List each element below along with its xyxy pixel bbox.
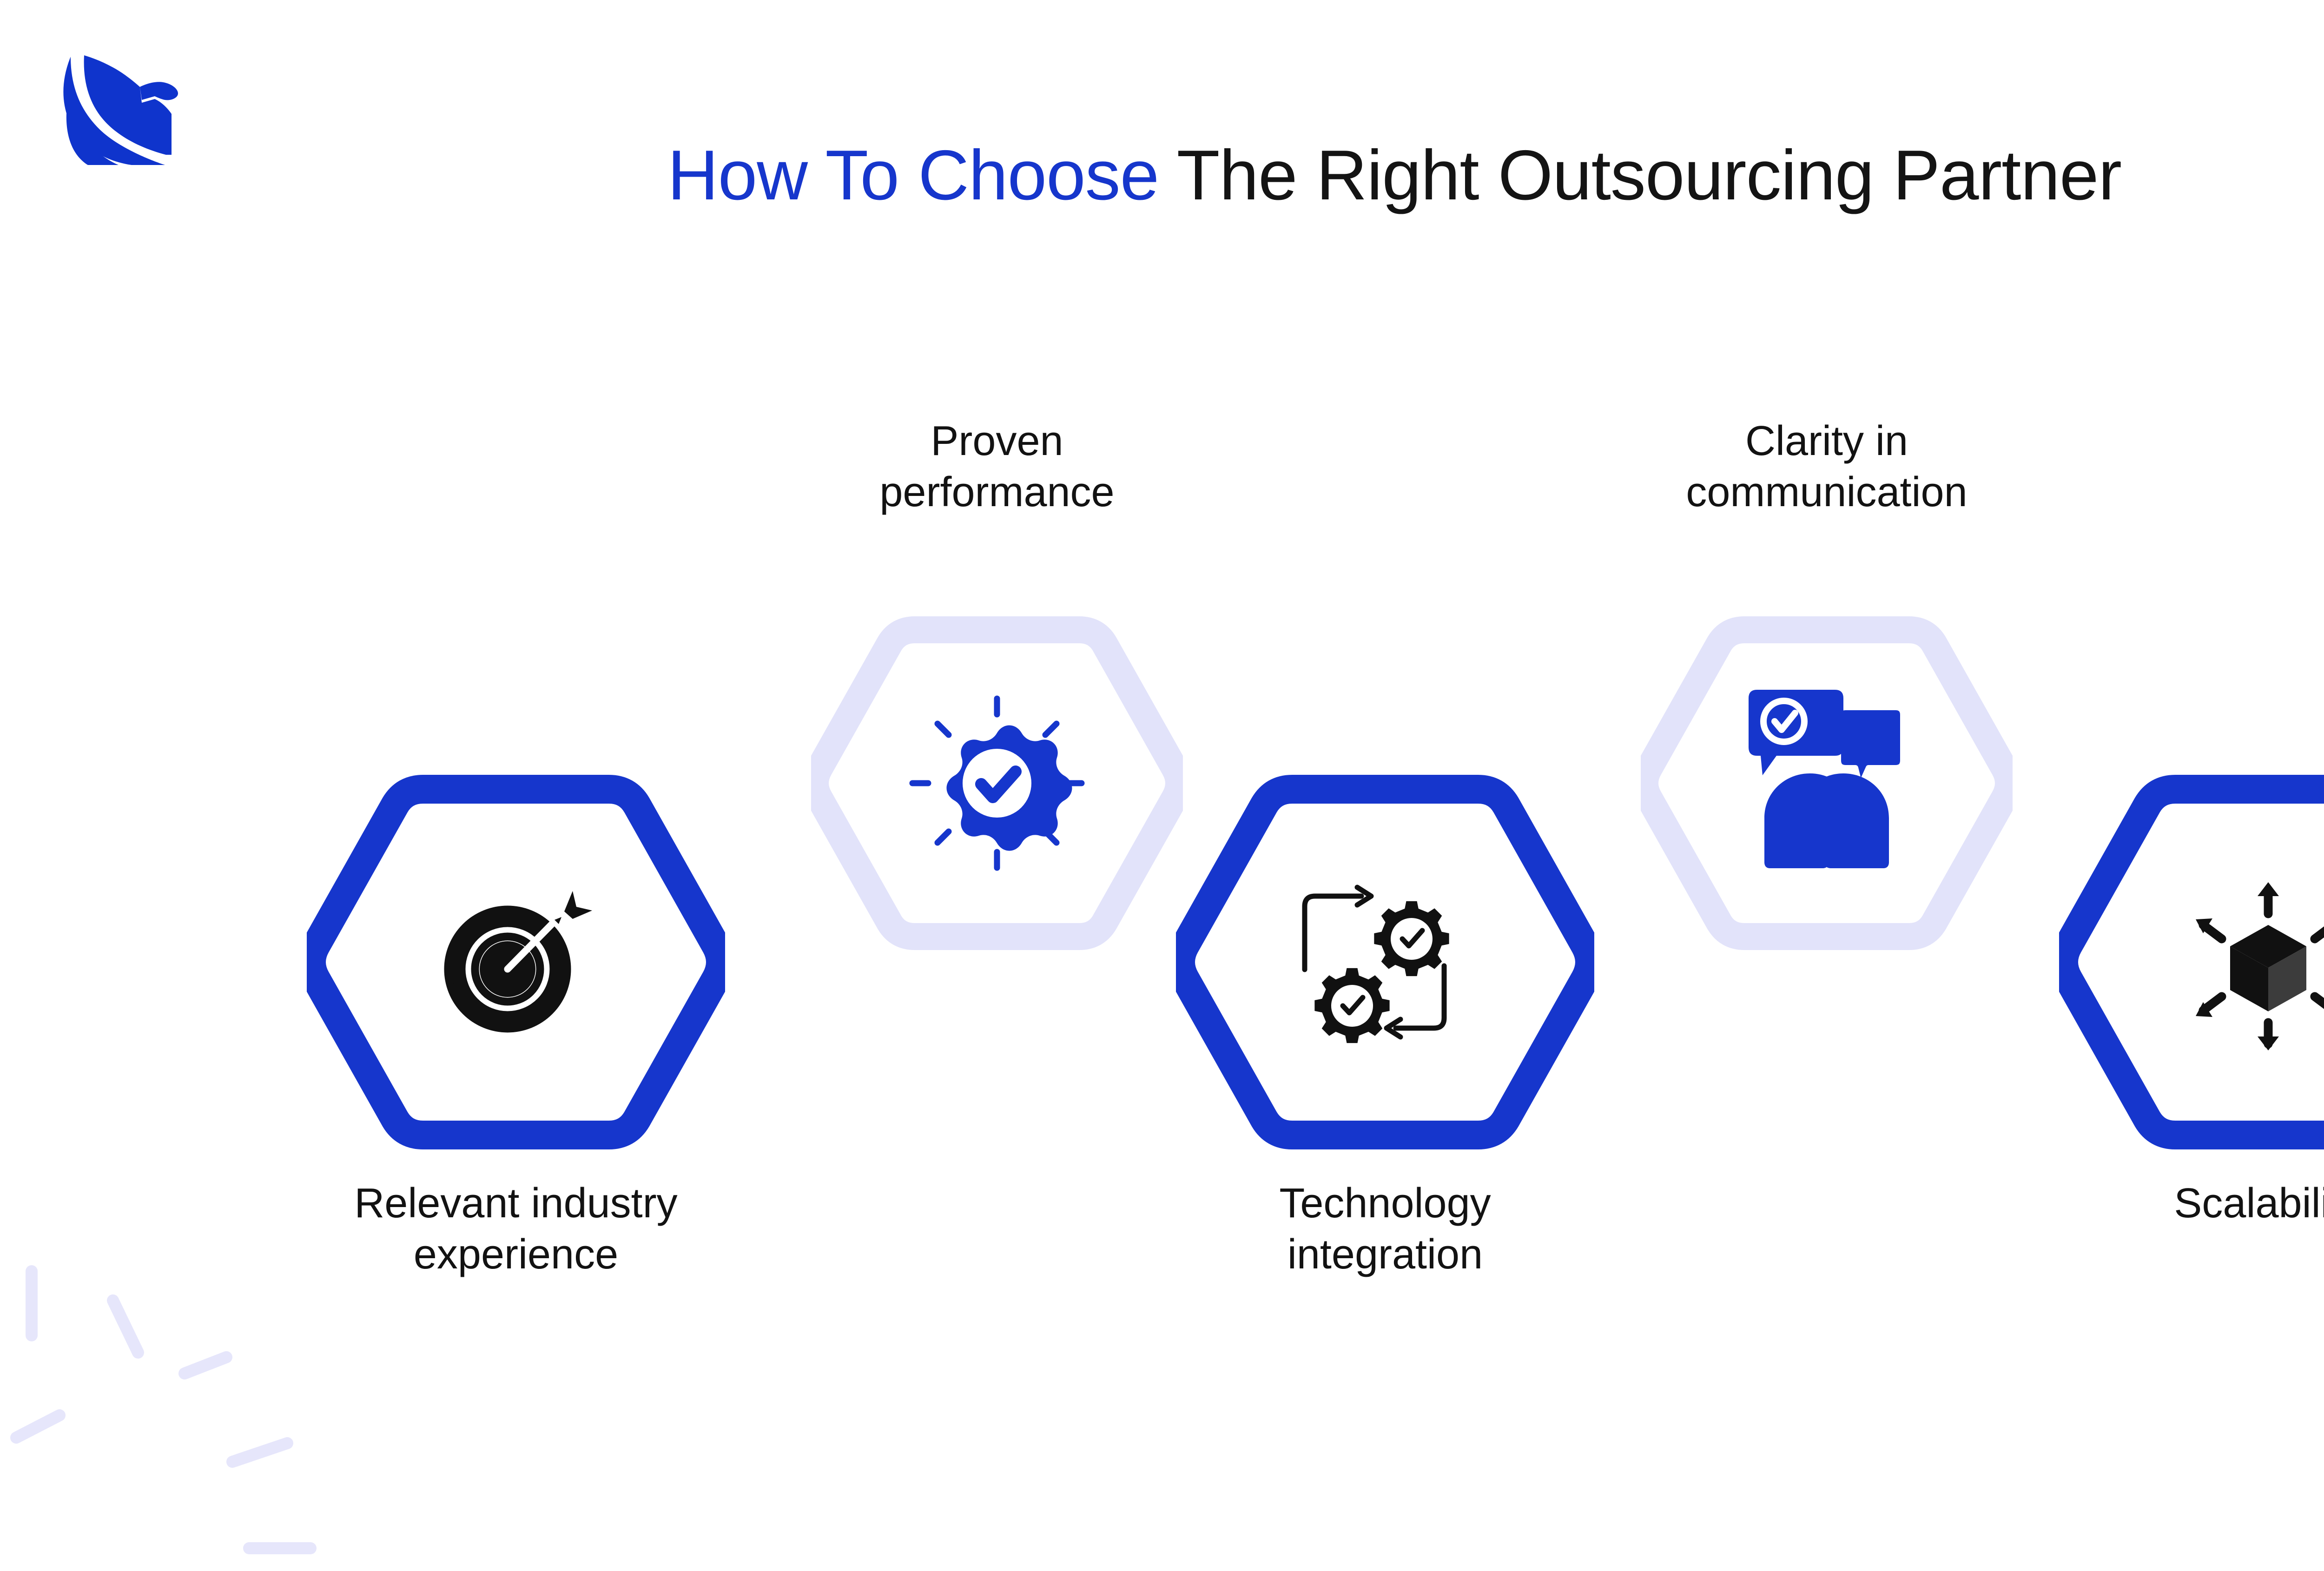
verified-badge-icon bbox=[904, 690, 1090, 876]
hexagon-outline-solid bbox=[307, 753, 725, 1171]
node-technology-integration[interactable]: Technology integration bbox=[1176, 753, 1594, 1278]
node-relevant-industry-experience[interactable]: Relevant industry experience bbox=[307, 753, 725, 1278]
page-title-rest: The Right Outsourcing Partner bbox=[1159, 136, 2122, 215]
eagle-logo-icon bbox=[49, 44, 179, 165]
page-title: How To Choose The Right Outsourcing Part… bbox=[0, 135, 2324, 216]
node-clarity-in-communication[interactable]: Clarity in communication bbox=[1641, 418, 2013, 969]
node-proven-performance[interactable]: Proven performance bbox=[811, 418, 1183, 969]
hexagon-outline-solid bbox=[2059, 753, 2324, 1171]
page-title-accent: How To Choose bbox=[667, 136, 1159, 215]
node-label: Proven performance bbox=[879, 418, 1115, 515]
two-heads-chat-icon bbox=[1729, 679, 1924, 874]
node-label: Clarity in communication bbox=[1686, 418, 1967, 515]
node-label: Technology integration bbox=[1279, 1180, 1491, 1278]
target-arrow-icon bbox=[432, 876, 600, 1043]
node-label: Scalability bbox=[2174, 1180, 2324, 1227]
hexagon-outline-pale bbox=[1641, 597, 2013, 969]
hexagon-outline-solid bbox=[1176, 753, 1594, 1171]
hexagon-outline-pale bbox=[811, 597, 1183, 969]
node-label: Relevant industry experience bbox=[354, 1180, 678, 1278]
gears-sync-icon bbox=[1292, 876, 1478, 1053]
cube-expand-icon bbox=[2175, 869, 2324, 1055]
node-scalability[interactable]: Scalability bbox=[2059, 753, 2324, 1227]
